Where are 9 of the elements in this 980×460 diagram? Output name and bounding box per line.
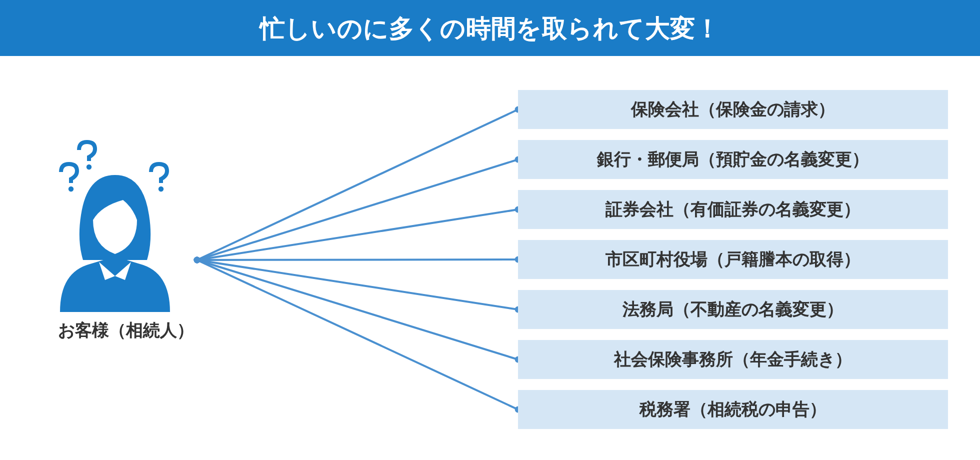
office-box: 税務署（相続税の申告） [518, 390, 948, 429]
office-box: 法務局（不動産の名義変更） [518, 290, 948, 329]
office-box: 市区町村役場（戸籍謄本の取得） [518, 240, 948, 279]
title-banner: 忙しいのに多くの時間を取られて大変！ [0, 0, 980, 56]
office-box: 銀行・郵便局（預貯金の名義変更） [518, 140, 948, 179]
office-box: 社会保険事務所（年金手続き） [518, 340, 948, 379]
office-box: 保険会社（保険金の請求） [518, 90, 948, 129]
office-box: 証券会社（有価証券の名義変更） [518, 190, 948, 229]
person-caption: お客様（相続人） [57, 320, 195, 342]
